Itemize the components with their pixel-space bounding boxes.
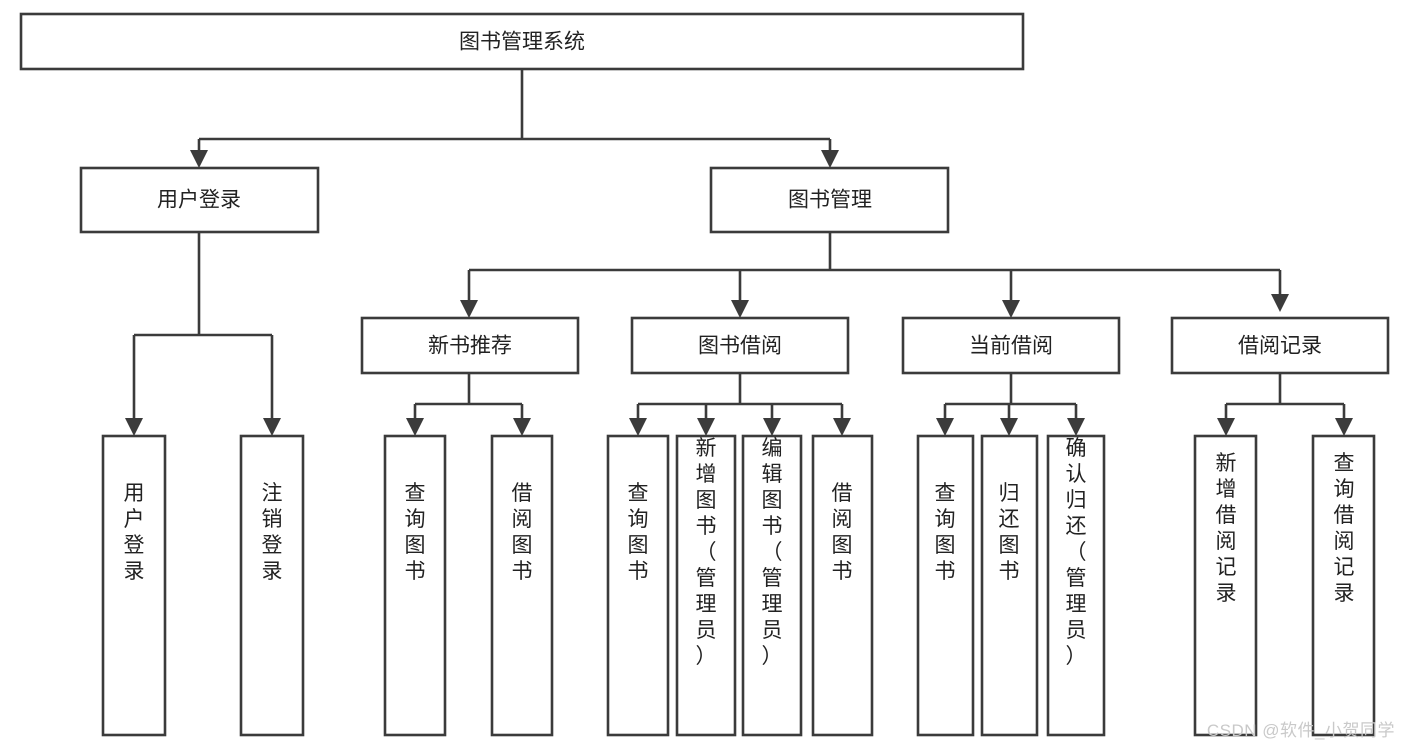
leaf-book-borrow-3[interactable]: 借阅图书 — [811, 434, 874, 737]
node-book-borrow-label: 图书借阅 — [698, 335, 782, 358]
node-root-box[interactable] — [19, 12, 1025, 71]
connector-currentborrow-to-leaves — [936, 373, 1085, 436]
leaf-box[interactable] — [1046, 434, 1106, 737]
connector-borrowrecord-to-leaves — [1217, 373, 1353, 436]
arrow-head-icon — [1002, 300, 1020, 318]
leaf-user-login-1[interactable]: 注销登录 — [239, 434, 305, 737]
arrow-head-icon — [1217, 418, 1235, 436]
leaf-label: 查询图书 — [405, 482, 426, 583]
node-book-borrow-box[interactable] — [630, 316, 850, 375]
arrow-head-icon — [513, 418, 531, 436]
arrow-head-icon — [1271, 294, 1289, 312]
arrow-head-icon — [763, 418, 781, 436]
arrow-head-icon — [460, 300, 478, 318]
leaf-box[interactable] — [741, 434, 803, 737]
arrow-head-icon — [936, 418, 954, 436]
leaf-book-borrow-1[interactable]: 新增图书（管理员） — [675, 434, 737, 737]
leaf-label: 查询图书 — [935, 482, 956, 583]
leaf-box[interactable] — [101, 434, 167, 737]
arrow-head-icon — [263, 418, 281, 436]
node-current-borrow-box[interactable] — [901, 316, 1121, 375]
csdn-watermark: CSDN @软件_小贺同学 — [1206, 721, 1395, 740]
leaf-current-borrow-1[interactable]: 归还图书 — [980, 434, 1039, 737]
leaf-label: 用户登录 — [124, 482, 145, 583]
connector-userlogin-to-leaves — [125, 232, 281, 436]
arrow-head-icon — [190, 150, 208, 168]
leaf-box[interactable] — [606, 434, 670, 737]
node-root[interactable]: 图书管理系统 — [19, 12, 1025, 71]
leaf-label: 查询图书 — [628, 482, 649, 583]
node-new-book-recommend[interactable]: 新书推荐 — [360, 316, 580, 375]
leaf-box[interactable] — [383, 434, 447, 737]
arrow-head-icon — [821, 150, 839, 168]
leaf-borrow-record-0[interactable]: 新增借阅记录 — [1193, 434, 1258, 737]
leaf-box[interactable] — [916, 434, 975, 737]
node-book-management-label: 图书管理 — [788, 189, 872, 212]
node-borrow-record-label: 借阅记录 — [1238, 335, 1322, 358]
leaf-current-borrow-2[interactable]: 确认归还（管理员） — [1046, 434, 1106, 737]
node-book-management-box[interactable] — [709, 166, 950, 234]
node-borrow-record[interactable]: 借阅记录 — [1170, 316, 1390, 375]
leaf-box[interactable] — [239, 434, 305, 737]
leaf-book-borrow-0[interactable]: 查询图书 — [606, 434, 670, 737]
node-new-book-recommend-label: 新书推荐 — [428, 335, 512, 358]
node-borrow-record-box[interactable] — [1170, 316, 1390, 375]
arrow-head-icon — [406, 418, 424, 436]
arrow-head-icon — [1000, 418, 1018, 436]
node-root-label: 图书管理系统 — [459, 31, 585, 54]
leaf-box[interactable] — [675, 434, 737, 737]
leaf-new-book-recommend-1[interactable]: 借阅图书 — [490, 434, 554, 737]
leaf-box[interactable] — [980, 434, 1039, 737]
node-current-borrow-label: 当前借阅 — [969, 335, 1053, 358]
leaf-label: 归还图书 — [999, 482, 1020, 583]
leaf-borrow-record-1[interactable]: 查询借阅记录 — [1311, 434, 1376, 737]
leaf-box[interactable] — [1311, 434, 1376, 737]
leaf-label: 新增图书（管理员） — [696, 437, 717, 668]
arrow-head-icon — [1335, 418, 1353, 436]
arrow-head-icon — [125, 418, 143, 436]
leaf-label: 借阅图书 — [832, 482, 853, 583]
arrow-head-icon — [629, 418, 647, 436]
leaf-label: 查询借阅记录 — [1334, 452, 1355, 605]
node-current-borrow[interactable]: 当前借阅 — [901, 316, 1121, 375]
node-user-login-box[interactable] — [79, 166, 320, 234]
leaf-label: 确认归还（管理员） — [1066, 437, 1087, 668]
connector-root-to-level2 — [190, 69, 839, 168]
leaf-box[interactable] — [811, 434, 874, 737]
leaf-new-book-recommend-0[interactable]: 查询图书 — [383, 434, 447, 737]
node-new-book-recommend-box[interactable] — [360, 316, 580, 375]
leaf-label: 注销登录 — [262, 482, 283, 583]
leaf-user-login-0[interactable]: 用户登录 — [101, 434, 167, 737]
arrow-head-icon — [833, 418, 851, 436]
leaf-label: 新增借阅记录 — [1216, 452, 1237, 605]
node-user-login-label: 用户登录 — [157, 189, 241, 212]
leaf-current-borrow-0[interactable]: 查询图书 — [916, 434, 975, 737]
leaf-box[interactable] — [1193, 434, 1258, 737]
leaf-box[interactable] — [490, 434, 554, 737]
connector-newbook-to-leaves — [406, 373, 531, 436]
connector-bookmgmt-to-level3 — [460, 232, 1289, 318]
arrow-head-icon — [731, 300, 749, 318]
leaf-label: 借阅图书 — [512, 482, 533, 583]
leaf-label: 编辑图书（管理员） — [762, 437, 783, 668]
arrow-head-icon — [1067, 418, 1085, 436]
node-user-login[interactable]: 用户登录 — [79, 166, 320, 234]
connector-bookborrow-to-leaves — [629, 373, 851, 436]
node-book-borrow[interactable]: 图书借阅 — [630, 316, 850, 375]
leaf-book-borrow-2[interactable]: 编辑图书（管理员） — [741, 434, 803, 737]
arrow-head-icon — [697, 418, 715, 436]
node-book-management[interactable]: 图书管理 — [709, 166, 950, 234]
